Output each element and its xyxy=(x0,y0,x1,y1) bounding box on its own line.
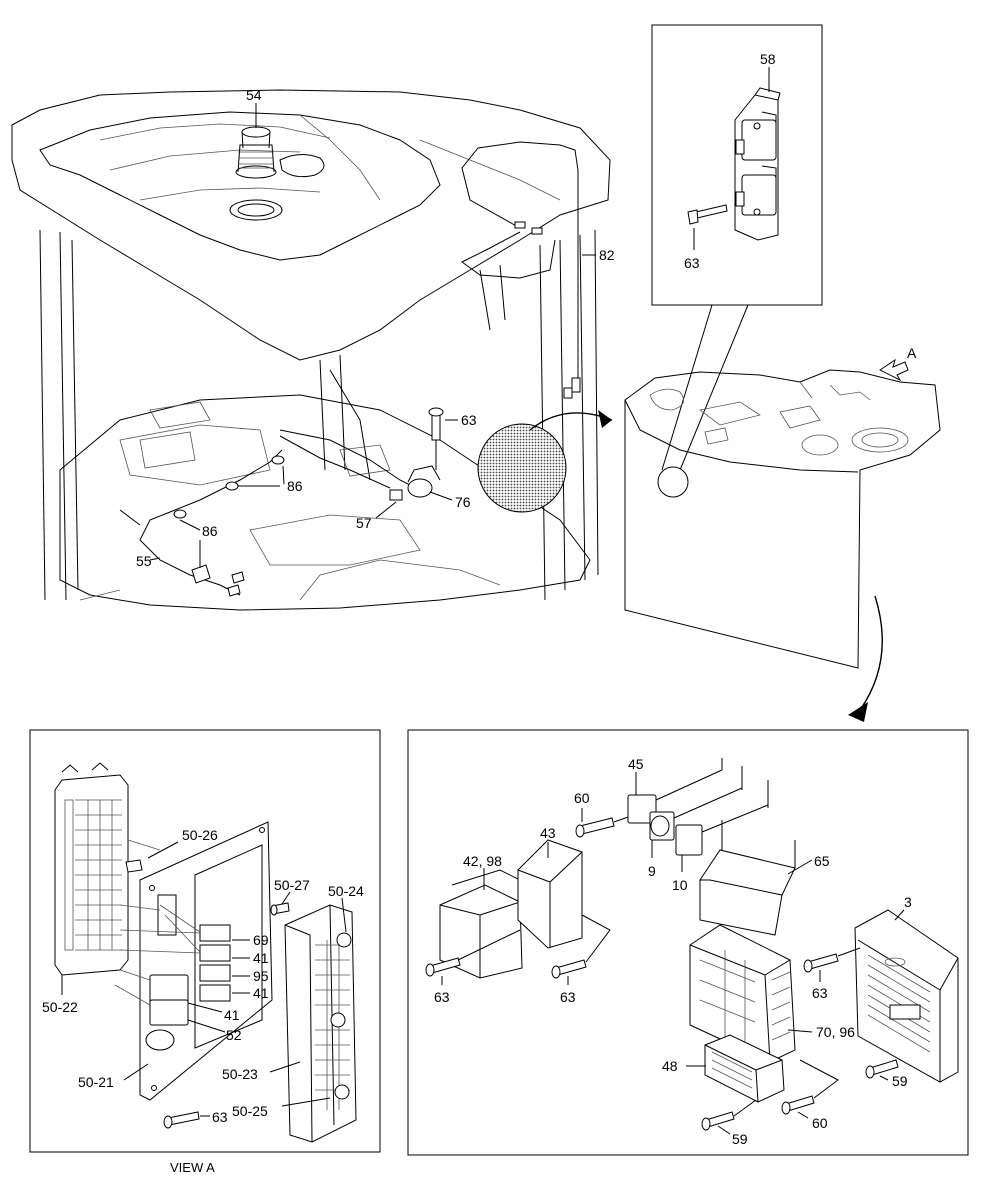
label-50-25: 50-25 xyxy=(232,1103,268,1119)
label-43: 43 xyxy=(540,825,556,841)
label-41-a: 41 xyxy=(253,950,269,966)
label-63-r2: 63 xyxy=(560,989,576,1005)
console-assembly xyxy=(624,358,941,722)
roof-harness xyxy=(461,141,581,399)
label-82: 82 xyxy=(599,247,615,263)
label-59-a: 59 xyxy=(892,1073,908,1089)
label-9: 9 xyxy=(648,863,656,879)
label-60-bottom: 60 xyxy=(812,1115,828,1131)
label-52: 52 xyxy=(226,1027,242,1043)
label-50-21: 50-21 xyxy=(78,1074,114,1090)
label-60-top: 60 xyxy=(574,790,590,806)
label-50-22: 50-22 xyxy=(42,999,78,1015)
label-10: 10 xyxy=(672,877,688,893)
label-45: 45 xyxy=(628,756,644,772)
label-50-23: 50-23 xyxy=(222,1066,258,1082)
magnify-callout xyxy=(477,410,613,513)
label-54: 54 xyxy=(246,87,262,103)
controller-panel xyxy=(407,729,969,1156)
label-41-b: 41 xyxy=(253,985,269,1001)
label-59-b: 59 xyxy=(732,1131,748,1147)
label-86-b: 86 xyxy=(202,523,218,539)
label-50-26: 50-26 xyxy=(182,827,218,843)
label-50-24: 50-24 xyxy=(328,883,364,899)
floor-harness xyxy=(119,407,444,597)
label-42-98: 42, 98 xyxy=(463,853,502,869)
label-86-a: 86 xyxy=(287,478,303,494)
label-3: 3 xyxy=(904,894,912,910)
view-a-panel xyxy=(29,729,381,1153)
label-65: 65 xyxy=(814,853,830,869)
label-41-c: 41 xyxy=(224,1007,240,1023)
label-55: 55 xyxy=(136,553,152,569)
label-48: 48 xyxy=(662,1058,678,1074)
label-63-view: 63 xyxy=(212,1109,228,1125)
label-58: 58 xyxy=(760,51,776,67)
label-57: 57 xyxy=(356,515,372,531)
label-50-27: 50-27 xyxy=(274,877,310,893)
fuse-block-grid xyxy=(64,799,122,951)
part-labels: 54 58 63 82 63 86 86 76 57 55 A 50-26 50… xyxy=(42,51,917,1175)
label-63-r3: 63 xyxy=(812,985,828,1001)
detail-box-58 xyxy=(651,24,823,471)
label-70-96: 70, 96 xyxy=(816,1024,855,1040)
view-a-caption: VIEW A xyxy=(170,1160,215,1175)
cab-structure xyxy=(11,89,611,611)
label-69: 69 xyxy=(253,932,269,948)
label-arrow-a: A xyxy=(907,345,917,361)
leaders-controller xyxy=(441,772,905,1135)
leaders-view-a xyxy=(61,841,347,1117)
label-76: 76 xyxy=(455,494,471,510)
rotating-beacon xyxy=(229,126,283,221)
label-63-detail: 63 xyxy=(684,255,700,271)
label-63-floor: 63 xyxy=(461,412,477,428)
label-63-r1: 63 xyxy=(434,989,450,1005)
leaders-top-left xyxy=(149,254,596,568)
label-95: 95 xyxy=(253,968,269,984)
